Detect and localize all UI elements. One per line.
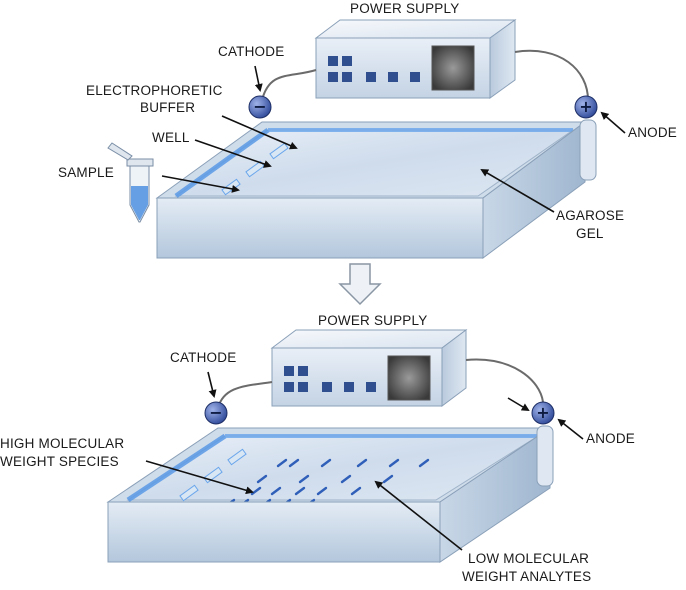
top-power-supply-label: POWER SUPPLY: [350, 1, 459, 16]
anode-cable: [514, 49, 589, 101]
high-mw-pointer: [145, 460, 254, 495]
bottom-anode-electrode-icon: +: [531, 401, 555, 425]
top-anode-label: ANODE: [628, 125, 677, 140]
low-mw-pointer: [374, 480, 463, 551]
bottom-gel-tray: [106, 425, 554, 563]
buffer-label-line1: ELECTROPHORETIC: [86, 83, 223, 98]
top-anode-symbol: +: [579, 97, 592, 116]
bottom-anode-pointer: [557, 418, 584, 440]
top-cathode-electrode-icon: −: [248, 95, 272, 119]
power-supply-icon: [314, 19, 517, 99]
high-mw-label-line2: WEIGHT SPECIES: [0, 454, 119, 469]
bottom-anode-cable-arrow: [507, 397, 530, 412]
sample-pointer: [161, 175, 240, 193]
top-anode-electrode-icon: +: [574, 95, 598, 119]
bottom-cathode-cable: [217, 381, 273, 409]
low-mw-label-line1: LOW MOLECULAR: [468, 551, 589, 566]
top-cathode-label: CATHODE: [218, 44, 284, 59]
gel-label-line1: AGAROSE: [556, 208, 624, 223]
gel-label-line2: GEL: [576, 226, 604, 241]
well-pointer: [194, 139, 272, 168]
bottom-power-supply-label: POWER SUPPLY: [318, 313, 427, 328]
high-mw-label-line1: HIGH MOLECULAR: [0, 436, 124, 451]
bottom-cathode-symbol: −: [209, 403, 222, 422]
power-supply-icon: [270, 329, 468, 407]
top-cathode-pointer: [254, 65, 263, 92]
flow-arrow-icon: [338, 263, 382, 306]
bottom-anode-label: ANODE: [586, 431, 635, 446]
bottom-panel: POWER SUPPLY: [0, 313, 635, 584]
sample-label: SAMPLE: [58, 165, 114, 180]
low-mw-label-line2: WEIGHT ANALYTES: [462, 569, 591, 584]
bottom-cathode-electrode-icon: −: [204, 401, 228, 425]
bottom-anode-cable: [465, 358, 544, 403]
well-label: WELL: [152, 130, 190, 145]
top-anode-pointer: [600, 111, 626, 134]
bottom-anode-symbol: +: [536, 403, 549, 422]
buffer-pointer: [221, 115, 298, 150]
bottom-cathode-label: CATHODE: [170, 350, 236, 365]
top-panel: POWER SUPPLY − +: [58, 1, 677, 259]
sample-tube-icon: [107, 142, 154, 223]
top-gel-tray: [155, 119, 597, 259]
bottom-cathode-pointer: [207, 371, 217, 398]
cathode-cable: [261, 69, 317, 101]
gel-pointer: [480, 168, 555, 213]
top-cathode-symbol: −: [253, 97, 266, 116]
buffer-label-line2: BUFFER: [140, 100, 195, 115]
